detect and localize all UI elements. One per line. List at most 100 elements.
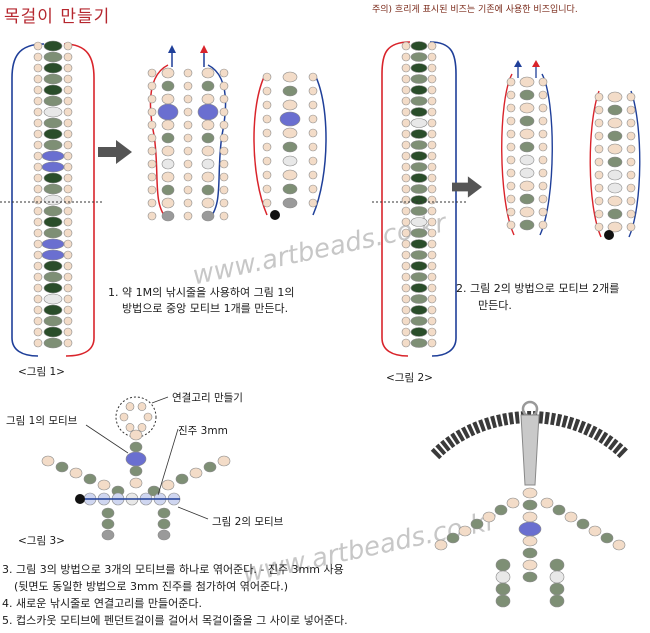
detail-bead [282,169,298,181]
pendant-leg-bead [549,558,565,572]
pendant-bead [522,487,538,499]
detail-bead [262,72,272,82]
detail-bead [607,182,623,194]
detail-bead [201,145,215,157]
side-bead [63,250,73,260]
side-bead [427,261,437,271]
side-bead [401,338,411,348]
side-bead [33,261,43,271]
detail-bead [147,211,157,221]
center-bead [129,477,143,489]
detail-bead [161,171,175,183]
strand-bead [43,128,63,140]
detail-bead [197,103,219,121]
side-bead [63,129,73,139]
strand-bead [410,41,428,51]
detail-bead [219,133,229,143]
side-bead [427,305,437,315]
detail-bead [161,210,175,222]
detail-bead [308,184,318,194]
detail-bead [308,86,318,96]
ring-bead [137,423,147,432]
side-bead [427,63,437,73]
side-bead [427,217,437,227]
detail-bead [147,94,157,104]
detail-bead [262,198,272,208]
right-arrow-icon [452,176,482,198]
figure-1-detail-b [253,71,327,220]
side-bead [33,107,43,117]
detail-bead [308,170,318,180]
strand-bead [410,96,428,106]
detail-bead [538,116,548,126]
side-bead [33,52,43,62]
detail-bead [594,118,604,128]
pendant-bead [522,571,538,583]
side-bead [401,316,411,326]
detail-bead [506,77,516,87]
detail-bead [201,132,215,144]
side-bead [427,41,437,51]
detail-bead [519,89,535,101]
side-bead [33,96,43,106]
side-bead [427,272,437,282]
strand-bead [410,338,428,348]
strand-bead [410,85,428,95]
detail-bead [626,183,636,193]
side-bead [401,151,411,161]
pendant-leg-bead [495,582,511,596]
detail-bead [594,144,604,154]
figure-3-diagram [41,396,231,541]
pendant-arm-bead [434,539,448,551]
side-bead [427,250,437,260]
pendant-arm-bead [600,532,614,544]
detail-bead [219,94,229,104]
side-bead [33,250,43,260]
detail-bead [262,114,272,124]
detail-bead [519,115,535,127]
strand-bead [410,63,428,73]
side-bead [401,261,411,271]
side-bead [33,327,43,337]
side-bead [33,184,43,194]
detail-bead [506,155,516,165]
side-bead [63,107,73,117]
pendant-bead [522,535,538,547]
step-1-line-2: 방법으로 중앙 모티브 1개를 만든다. [122,302,289,315]
detail-bead [626,209,636,219]
pendant-bead [522,559,538,571]
strand-bead [410,173,428,183]
detail-bead [607,169,623,181]
detail-bead [594,222,604,232]
side-bead [33,206,43,216]
start-marker-icon [604,230,614,240]
detail-bead [607,208,623,220]
detail-bead [219,146,229,156]
side-bead [401,41,411,51]
detail-bead [506,194,516,204]
detail-bead [607,91,623,103]
pendant-leg-bead [549,570,565,584]
detail-bead [219,159,229,169]
side-bead [63,206,73,216]
detail-bead [594,131,604,141]
detail-bead [626,118,636,128]
detail-bead [506,90,516,100]
strand-bead [43,216,63,228]
detail-bead [147,198,157,208]
pendant-leg-bead [549,594,565,608]
detail-bead [201,158,215,170]
label-ring: 연결고리 만들기 [172,392,243,404]
step-1-line-1: 1. 약 1M의 낚시줄을 사용하여 그림 1의 [108,286,295,299]
side-bead [33,305,43,315]
side-bead [427,327,437,337]
detail-bead [594,170,604,180]
detail-bead [538,181,548,191]
detail-bead [308,114,318,124]
strand-bead [410,294,428,304]
strand-bead [410,327,428,337]
pendant-arm-bead [482,511,496,523]
side-bead [401,250,411,260]
side-bead [63,96,73,106]
page-title: 목걸이 만들기 [4,7,111,27]
